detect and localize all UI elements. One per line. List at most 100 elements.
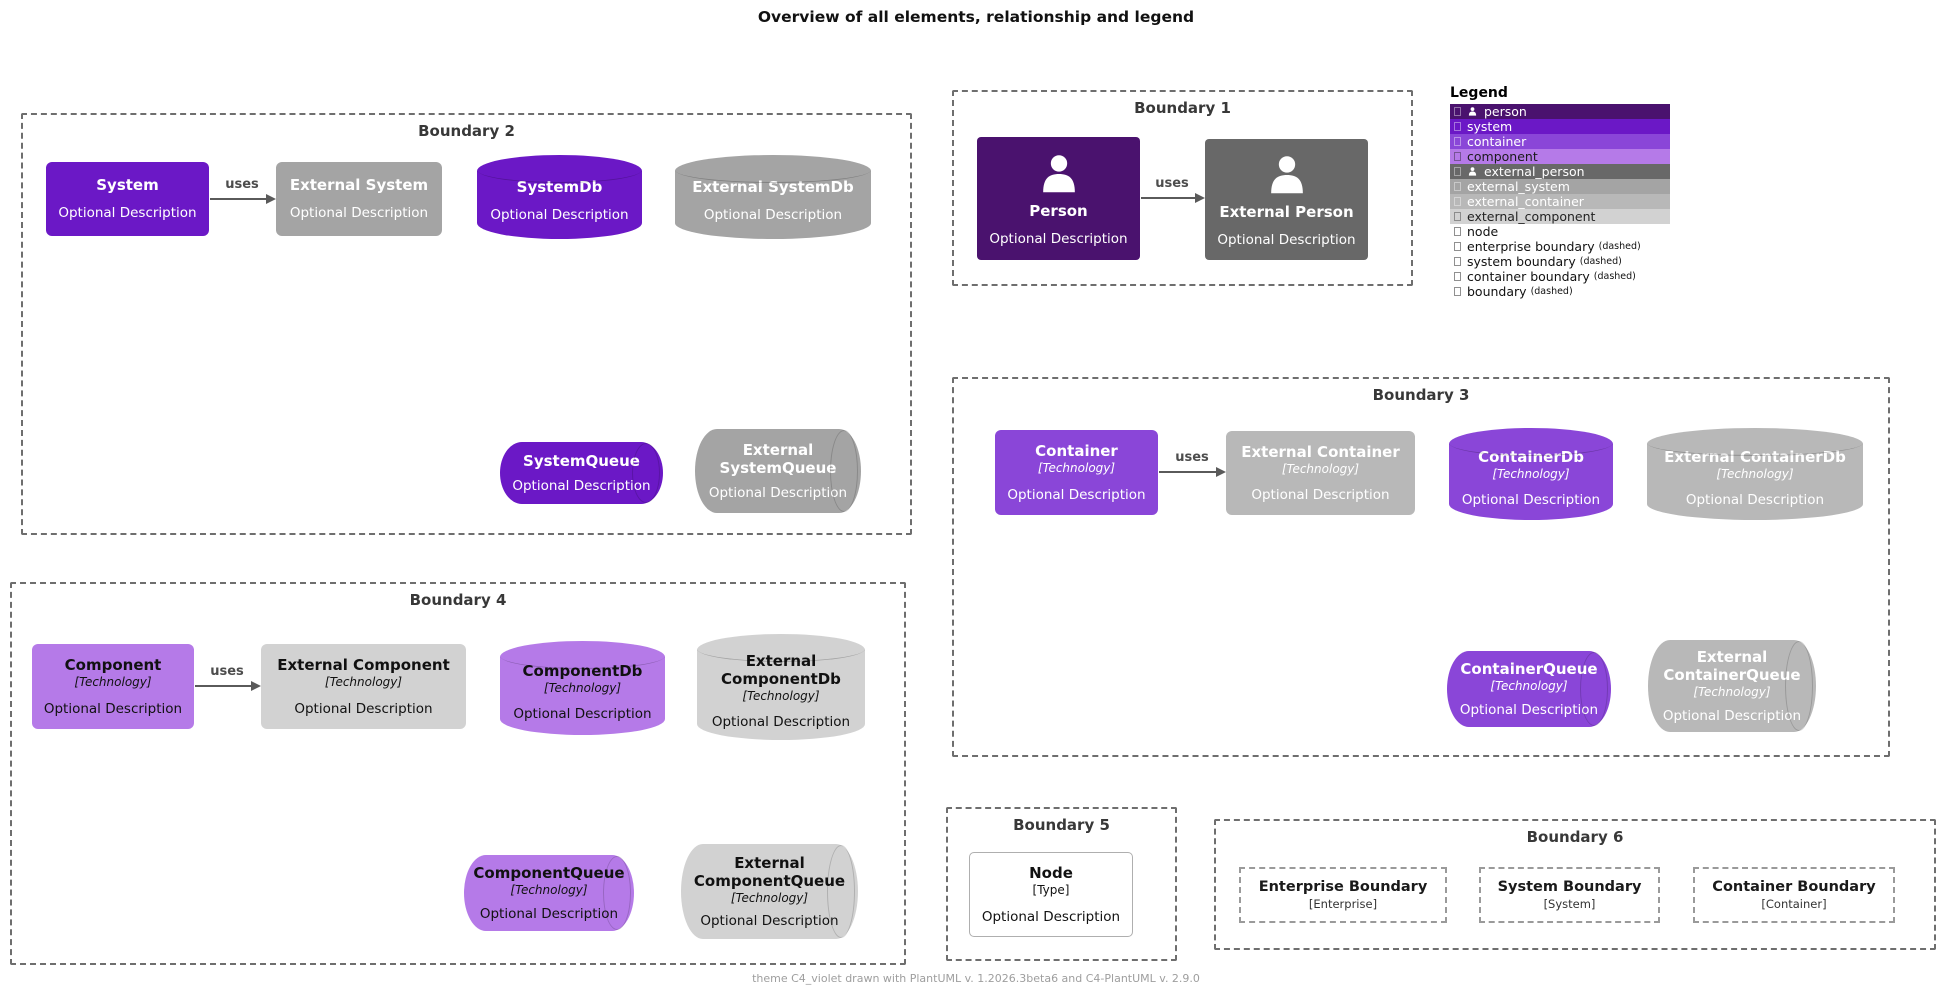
enterprise-boundary-title: Enterprise Boundary: [1258, 878, 1428, 895]
boundary-2: Boundary 2: [21, 113, 912, 535]
system-title: System: [96, 176, 159, 195]
componentdb-box: ComponentDb [Technology] Optional Descri…: [500, 641, 665, 735]
page-title: Overview of all elements, relationship a…: [757, 8, 1195, 26]
external-system-title: External System: [289, 176, 429, 195]
boundary-3: Boundary 3: [952, 377, 1890, 757]
external-person-box: External Person Optional Description: [1205, 139, 1368, 260]
component-box: Component [Technology] Optional Descript…: [32, 644, 194, 729]
arrow-component-uses: [195, 681, 261, 691]
legend-row-label: external_container: [1467, 194, 1584, 209]
legend-row-label: boundary: [1467, 284, 1527, 299]
system-boundary-box: System Boundary [System]: [1479, 867, 1660, 923]
boundary-5-label: Boundary 5: [1013, 816, 1110, 834]
boundary-1-label: Boundary 1: [1134, 99, 1231, 117]
external-containerqueue-desc: Optional Description: [1662, 707, 1802, 724]
node-box: Node [Type] Optional Description: [969, 852, 1133, 937]
legend-row-label: container: [1467, 134, 1527, 149]
person-title: Person: [1029, 201, 1088, 220]
legend-row-container: container: [1450, 134, 1670, 149]
sprite-placeholder-icon: [1454, 272, 1461, 281]
external-systemqueue-title: External SystemQueue: [719, 440, 837, 477]
legend-row-external-person: external_person: [1450, 164, 1670, 179]
boundary-2-label: Boundary 2: [418, 122, 515, 140]
person-icon: [1035, 150, 1083, 198]
external-systemdb-box: External SystemDb Optional Description: [675, 155, 871, 239]
legend-row-component: component: [1450, 149, 1670, 164]
containerqueue-desc: Optional Description: [1459, 701, 1599, 718]
arrow-system-uses: [210, 194, 276, 204]
legend-row-person: person: [1450, 104, 1670, 119]
external-component-desc: Optional Description: [294, 700, 433, 717]
external-component-title: External Component: [277, 656, 450, 675]
legend-row-container-boundary: container boundary(dashed): [1450, 269, 1670, 284]
sprite-placeholder-icon: [1454, 197, 1461, 206]
legend-row-label: person: [1484, 104, 1527, 119]
systemqueue-desc: Optional Description: [512, 477, 651, 494]
external-containerqueue-box: External ContainerQueue [Technology] Opt…: [1648, 640, 1816, 732]
legend-row-label: external_person: [1484, 164, 1585, 179]
arrow-container-uses: [1159, 467, 1226, 477]
container-boundary-box: Container Boundary [Container]: [1693, 867, 1895, 923]
external-container-desc: Optional Description: [1251, 487, 1390, 504]
sprite-placeholder-icon: [1454, 227, 1461, 236]
container-title: Container: [1035, 442, 1118, 461]
sprite-placeholder-icon: [1454, 257, 1461, 266]
componentdb-tech: [Technology]: [543, 680, 622, 695]
arrow-system-uses-label: uses: [225, 177, 259, 192]
boundary-6: Boundary 6: [1214, 819, 1936, 950]
legend-row-external-container: external_container: [1450, 194, 1670, 209]
legend-row-node: node: [1450, 224, 1670, 239]
component-desc: Optional Description: [43, 700, 183, 717]
person-icon: [1467, 166, 1478, 177]
external-person-title: External Person: [1219, 202, 1354, 221]
external-componentdb-desc: Optional Description: [711, 714, 851, 731]
sprite-placeholder-icon: [1454, 167, 1461, 176]
sprite-placeholder-icon: [1454, 152, 1461, 161]
componentqueue-box: ComponentQueue [Technology] Optional Des…: [464, 855, 634, 931]
component-title: Component: [64, 656, 162, 675]
node-tech: [Type]: [1032, 883, 1070, 898]
external-component-box: External Component [Technology] Optional…: [261, 644, 466, 729]
system-boundary-title: System Boundary: [1497, 878, 1642, 895]
external-containerdb-box: External ContainerDb [Technology] Option…: [1647, 428, 1863, 520]
systemqueue-box: SystemQueue Optional Description: [500, 442, 663, 504]
external-container-title: External Container: [1241, 442, 1400, 461]
external-containerdb-desc: Optional Description: [1685, 492, 1825, 509]
componentdb-desc: Optional Description: [513, 706, 652, 723]
componentqueue-desc: Optional Description: [479, 905, 619, 922]
containerdb-title: ContainerDb: [1478, 447, 1584, 466]
legend-row-suffix: (dashed): [1593, 271, 1636, 282]
legend-title: Legend: [1450, 85, 1508, 101]
systemdb-desc: Optional Description: [490, 207, 629, 224]
legend-row-label: node: [1467, 224, 1499, 239]
external-systemqueue-box: External SystemQueue Optional Descriptio…: [695, 429, 861, 513]
boundary-4-label: Boundary 4: [409, 591, 507, 609]
containerqueue-box: ContainerQueue [Technology] Optional Des…: [1447, 651, 1611, 727]
sprite-placeholder-icon: [1454, 122, 1461, 131]
person-icon: [1467, 106, 1478, 117]
legend-row-label: external_component: [1467, 209, 1596, 224]
external-componentdb-box: External ComponentDb [Technology] Option…: [697, 634, 865, 740]
componentdb-title: ComponentDb: [522, 661, 643, 680]
containerdb-desc: Optional Description: [1461, 492, 1601, 509]
sprite-placeholder-icon: [1454, 137, 1461, 146]
container-desc: Optional Description: [1007, 486, 1146, 503]
system-boundary-tech: [System]: [1543, 897, 1596, 912]
boundary-3-label: Boundary 3: [1372, 386, 1470, 404]
external-container-tech: [Technology]: [1281, 461, 1360, 476]
external-componentqueue-box: External ComponentQueue [Technology] Opt…: [681, 844, 858, 939]
external-componentdb-tech: [Technology]: [742, 688, 820, 703]
container-box: Container [Technology] Optional Descript…: [995, 430, 1158, 515]
containerqueue-title: ContainerQueue: [1460, 660, 1598, 679]
componentqueue-tech: [Technology]: [510, 883, 588, 898]
person-icon: [1263, 151, 1311, 199]
legend-row-external-component: external_component: [1450, 209, 1670, 224]
external-systemdb-desc: Optional Description: [703, 207, 843, 224]
external-componentqueue-desc: Optional Description: [700, 913, 839, 930]
legend-row-system: system: [1450, 119, 1670, 134]
external-person-desc: Optional Description: [1217, 231, 1356, 248]
external-system-desc: Optional Description: [289, 205, 429, 222]
legend-row-label: enterprise boundary: [1467, 239, 1595, 254]
